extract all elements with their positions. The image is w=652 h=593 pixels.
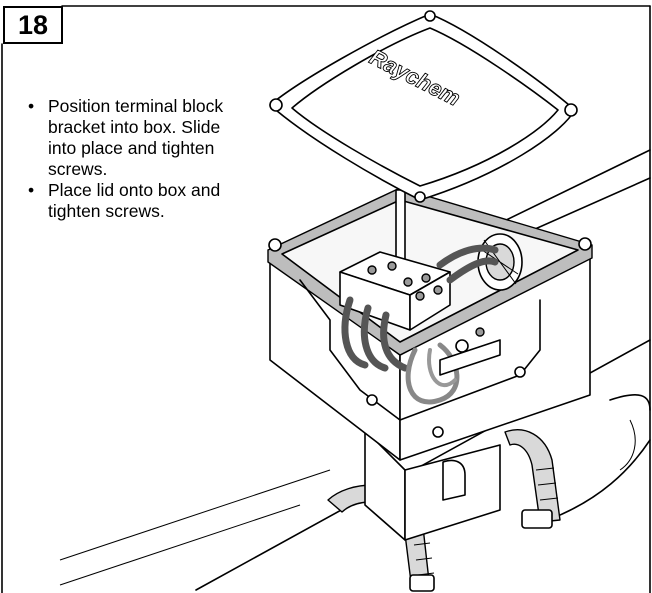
page-frame — [1, 5, 651, 593]
instruction-list: Position terminal block bracket into box… — [28, 96, 243, 222]
pipe-strap-right — [504, 429, 561, 529]
step-number-box: 18 — [3, 6, 63, 44]
junction-box-lid: Raychem — [269, 10, 578, 203]
instruction-item: Position terminal block bracket into box… — [28, 96, 243, 180]
junction-box — [267, 187, 593, 461]
terminal-block — [339, 251, 451, 331]
instruction-item: Place lid onto box and tighten screws. — [28, 180, 243, 222]
step-number: 18 — [17, 9, 49, 40]
mounting-stand — [364, 429, 501, 541]
ground-bracket — [439, 327, 501, 376]
